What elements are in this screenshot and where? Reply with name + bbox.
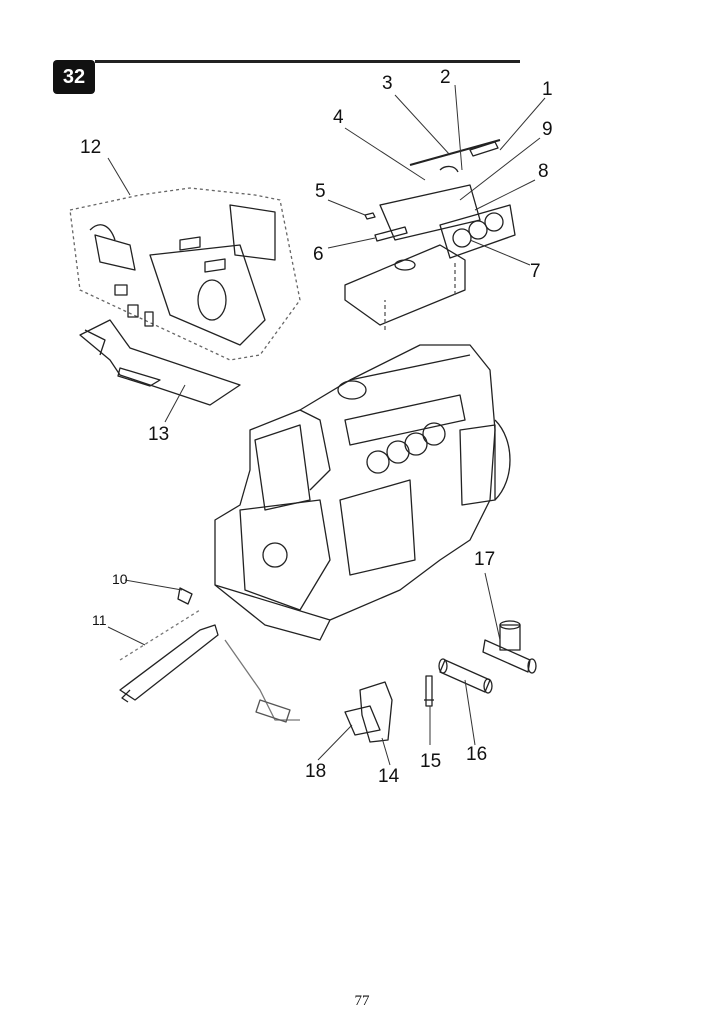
- callout-2: 2: [440, 67, 451, 88]
- part-13-plate: [79, 319, 241, 406]
- callout-9: 9: [542, 119, 553, 140]
- callout-7: 7: [530, 261, 541, 282]
- callout-1: 1: [542, 79, 553, 100]
- callout-13: 13: [148, 424, 170, 445]
- part-15-pin: [424, 675, 434, 707]
- tension-assembly: [364, 139, 516, 259]
- overlock-machine-body: [214, 344, 511, 641]
- callout-17: 17: [474, 549, 496, 570]
- callout-3: 3: [382, 73, 393, 94]
- callout-6: 6: [313, 244, 324, 265]
- part-12-bracket-assembly: [69, 187, 301, 361]
- part-17-t-connector: [482, 620, 537, 674]
- part-10-screw: [177, 587, 193, 605]
- callout-5: 5: [315, 181, 326, 202]
- thread-cover: [344, 244, 466, 330]
- callout-18: 18: [305, 761, 327, 782]
- figure-number-badge: 32: [53, 60, 95, 94]
- header-rule: [95, 60, 520, 63]
- page-number: 77: [354, 993, 370, 1009]
- part-16-tube: [438, 658, 493, 694]
- callout-4: 4: [333, 107, 344, 128]
- callout-10: 10: [112, 571, 128, 587]
- leader-lines: [107, 84, 546, 766]
- callout-12: 12: [80, 137, 102, 158]
- callout-16: 16: [466, 744, 488, 765]
- callout-14: 14: [378, 766, 400, 787]
- callout-15: 15: [420, 751, 442, 772]
- callout-8: 8: [538, 161, 549, 182]
- part-14-presser-foot: [344, 681, 393, 743]
- callout-11: 11: [92, 612, 107, 628]
- part-11-lever: [119, 609, 300, 723]
